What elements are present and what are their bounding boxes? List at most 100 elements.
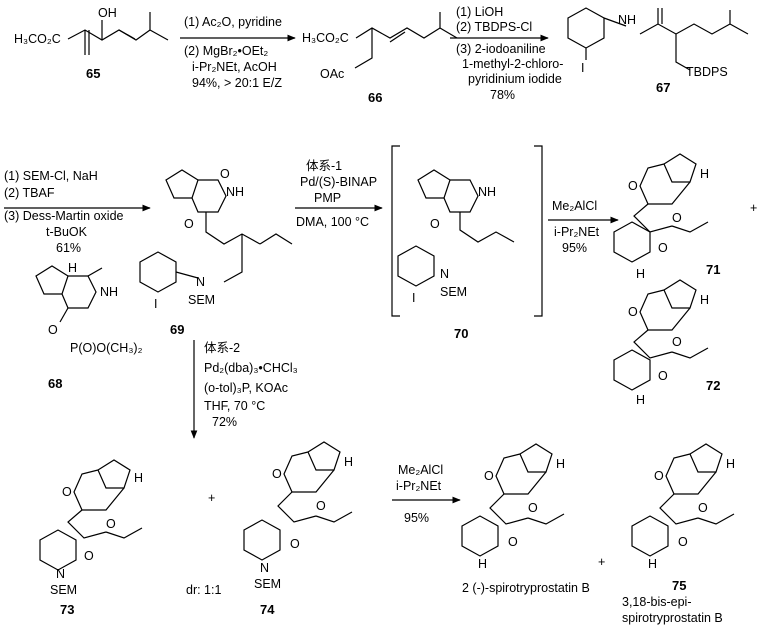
svg-text:O: O xyxy=(698,501,708,515)
label-71: 71 xyxy=(706,262,720,277)
conditions-step-6: 体系-2 Pd₂(dba)₃•CHCl₃ (o-tol)₃P, KOAc THF… xyxy=(204,341,298,429)
iodine-label: I xyxy=(581,61,584,75)
label-68: 68 xyxy=(48,376,62,391)
diastereomer-ratio: dr: 1:1 xyxy=(186,583,221,597)
svg-text:78%: 78% xyxy=(490,88,515,102)
svg-text:H: H xyxy=(700,293,709,307)
svg-text:O: O xyxy=(62,485,72,499)
compound-65: H₃CO₂C OH 65 xyxy=(14,6,169,81)
svg-text:(3) Dess-Martin oxide: (3) Dess-Martin oxide xyxy=(4,209,124,223)
svg-text:SEM: SEM xyxy=(50,583,77,597)
name-75-line1: 3,18-bis-epi- xyxy=(622,595,691,609)
label-73: 73 xyxy=(60,602,74,617)
svg-text:H: H xyxy=(68,261,77,275)
svg-text:O: O xyxy=(678,535,688,549)
svg-text:O: O xyxy=(272,467,282,481)
svg-text:O: O xyxy=(528,501,538,515)
svg-text:O: O xyxy=(508,535,518,549)
svg-text:SEM: SEM xyxy=(188,293,215,307)
compound-69: NH O O N SEM I 69 xyxy=(139,167,293,337)
compound-73: O H O O N SEM 73 xyxy=(39,459,143,617)
svg-text:DMA, 100 °C: DMA, 100 °C xyxy=(296,215,369,229)
svg-text:体系-1: 体系-1 xyxy=(306,159,342,173)
name-75-line2: spirotryprostatin B xyxy=(622,611,723,625)
svg-text:(2) TBDPS-Cl: (2) TBDPS-Cl xyxy=(456,20,532,34)
svg-text:O: O xyxy=(316,499,326,513)
svg-text:(o-tol)₃P, KOAc: (o-tol)₃P, KOAc xyxy=(204,381,288,395)
compound-66: H₃CO₂C OAc 66 xyxy=(302,12,458,105)
svg-text:SEM: SEM xyxy=(440,285,467,299)
svg-text:H: H xyxy=(556,457,565,471)
conditions-step-1: (1) Ac₂O, pyridine (2) MgBr₂•OEt₂ i-Pr₂N… xyxy=(184,15,282,90)
svg-text:O: O xyxy=(672,335,682,349)
svg-text:61%: 61% xyxy=(56,241,81,255)
svg-text:NH: NH xyxy=(226,185,244,199)
conditions-step-4: 体系-1 Pd/(S)-BINAP PMP DMA, 100 °C xyxy=(296,159,377,229)
conditions-step-2: (1) LiOH (2) TBDPS-Cl (3) 2-iodoaniline … xyxy=(456,5,563,102)
svg-text:Me₂AlCl: Me₂AlCl xyxy=(552,199,597,213)
compound-70: NH O N SEM I 70 xyxy=(391,145,543,341)
svg-text:O: O xyxy=(430,217,440,231)
svg-text:P(O)O(CH₃)₂: P(O)O(CH₃)₂ xyxy=(70,341,143,355)
svg-text:(1) Ac₂O, pyridine: (1) Ac₂O, pyridine xyxy=(184,15,282,29)
svg-text:H: H xyxy=(648,557,657,571)
svg-text:(1) LiOH: (1) LiOH xyxy=(456,5,503,19)
svg-text:H₃CO₂C: H₃CO₂C xyxy=(302,31,349,45)
svg-text:O: O xyxy=(672,211,682,225)
conditions-step-3: (1) SEM-Cl, NaH (2) TBAF (3) Dess-Martin… xyxy=(4,169,124,255)
label-72: 72 xyxy=(706,378,720,393)
label-2: 2 (-)-spirotryprostatin B xyxy=(462,581,590,595)
svg-text:Me₂AlCl: Me₂AlCl xyxy=(398,463,443,477)
svg-text:H: H xyxy=(134,471,143,485)
compound-68: H NH O P(O)O(CH₃)₂ 68 xyxy=(35,261,143,391)
svg-text:94%, > 20:1 E/Z: 94%, > 20:1 E/Z xyxy=(192,76,282,90)
svg-text:i-Pr₂NEt, AcOH: i-Pr₂NEt, AcOH xyxy=(192,60,277,74)
label-65: 65 xyxy=(86,66,100,81)
compound-74: O H O O N SEM 74 xyxy=(243,441,353,617)
conditions-step-7: Me₂AlCl i-Pr₂NEt 95% xyxy=(396,463,443,525)
svg-text:O: O xyxy=(628,305,638,319)
svg-text:N: N xyxy=(56,567,65,581)
svg-text:O: O xyxy=(84,549,94,563)
svg-text:Pd₂(dba)₃•CHCl₃: Pd₂(dba)₃•CHCl₃ xyxy=(204,361,298,375)
label-74: 74 xyxy=(260,602,275,617)
compound-71: O H O O H 71 xyxy=(613,153,720,281)
compound-67: I NH TBDPS 67 xyxy=(567,7,749,95)
svg-text:体系-2: 体系-2 xyxy=(204,341,240,355)
svg-text:H: H xyxy=(478,557,487,571)
label-67: 67 xyxy=(656,80,670,95)
svg-text:NH: NH xyxy=(478,185,496,199)
tbdps-label: TBDPS xyxy=(686,65,728,79)
svg-text:PMP: PMP xyxy=(314,191,341,205)
svg-text:pyridinium iodide: pyridinium iodide xyxy=(468,72,562,86)
svg-text:Pd/(S)-BINAP: Pd/(S)-BINAP xyxy=(300,175,377,189)
svg-text:NH: NH xyxy=(618,13,636,27)
plus-sign-3: + xyxy=(598,555,605,569)
svg-text:O: O xyxy=(106,517,116,531)
svg-text:1-methyl-2-chloro-: 1-methyl-2-chloro- xyxy=(462,57,563,71)
svg-text:O: O xyxy=(654,469,664,483)
svg-text:(3) 2-iodoaniline: (3) 2-iodoaniline xyxy=(456,42,546,56)
compound-72: O H O O H 72 xyxy=(613,279,720,407)
compound-2: O H O O H 2 (-)-spirotryprostatin B xyxy=(461,443,590,595)
svg-text:N: N xyxy=(196,275,205,289)
svg-text:THF, 70 °C: THF, 70 °C xyxy=(204,399,265,413)
svg-text:O: O xyxy=(290,537,300,551)
label-75: 75 xyxy=(672,578,686,593)
label-69: 69 xyxy=(170,322,184,337)
svg-text:t-BuOK: t-BuOK xyxy=(46,225,88,239)
svg-text:O: O xyxy=(184,217,194,231)
svg-text:I: I xyxy=(412,291,415,305)
svg-text:O: O xyxy=(484,469,494,483)
svg-text:O: O xyxy=(628,179,638,193)
svg-text:H: H xyxy=(636,267,645,281)
svg-text:72%: 72% xyxy=(212,415,237,429)
svg-text:i-Pr₂NEt: i-Pr₂NEt xyxy=(554,225,600,239)
svg-text:H: H xyxy=(726,457,735,471)
svg-text:I: I xyxy=(154,297,157,311)
ester-group-label: H₃CO₂C xyxy=(14,32,61,46)
svg-text:H: H xyxy=(700,167,709,181)
label-66: 66 xyxy=(368,90,382,105)
svg-text:O: O xyxy=(48,323,58,337)
